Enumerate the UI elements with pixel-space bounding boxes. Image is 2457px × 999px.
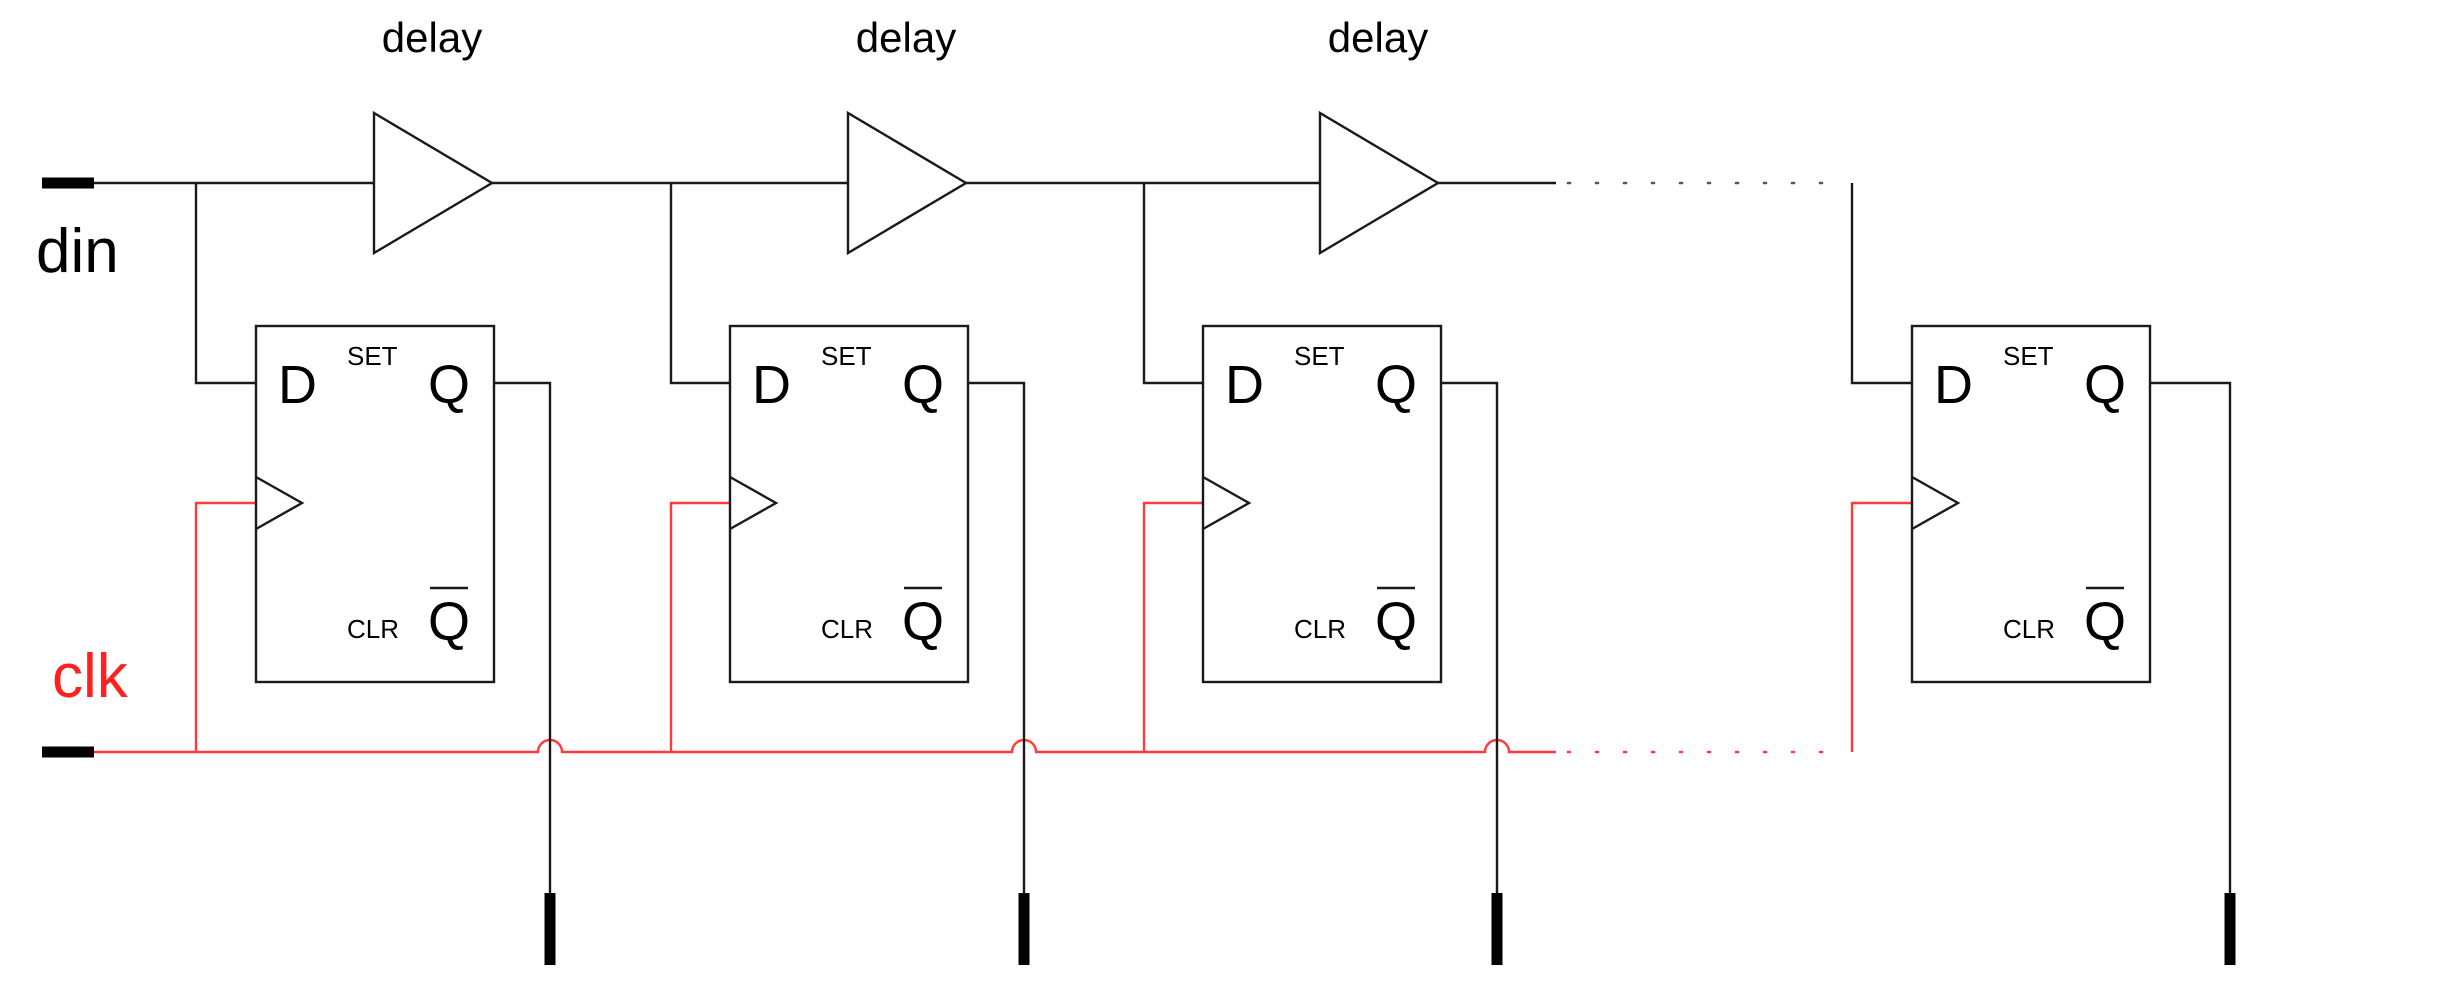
q-pin-label: Q xyxy=(428,355,470,415)
dff-body xyxy=(1910,324,2152,684)
set-pin-label: SET xyxy=(1294,341,1345,371)
q-pin-label: Q xyxy=(2084,355,2126,415)
buffer-triangle xyxy=(1318,110,1441,256)
tap-wire-4 xyxy=(1850,183,1912,385)
tap-wire-2 xyxy=(669,183,730,385)
clr-pin-label: CLR xyxy=(821,614,873,644)
clk-tap-1 xyxy=(194,501,256,752)
dff-4: D SET Q CLR Q xyxy=(1910,324,2236,965)
clk-tap-4 xyxy=(1850,501,1912,752)
clr-pin-label: CLR xyxy=(347,614,399,644)
buffer-triangle xyxy=(846,110,969,256)
qbar-pin-label: Q xyxy=(2084,592,2126,652)
clock-input-triangle xyxy=(729,475,779,531)
q-output-wire xyxy=(1441,381,1499,900)
tap-wire-1 xyxy=(194,183,256,385)
q-output-wire xyxy=(494,381,552,900)
din-label: din xyxy=(36,217,119,286)
delay-buffer-1: delay xyxy=(372,14,495,256)
set-pin-label: SET xyxy=(347,341,398,371)
clr-pin-label: CLR xyxy=(1294,614,1346,644)
q-pin-label: Q xyxy=(902,355,944,415)
clk-tap-2 xyxy=(669,501,730,752)
set-pin-label: SET xyxy=(821,341,872,371)
clock-input-triangle xyxy=(1202,475,1252,531)
clk-label: clk xyxy=(52,642,129,711)
set-pin-label: SET xyxy=(2003,341,2054,371)
dff-body xyxy=(728,324,970,684)
qbar-pin-label: Q xyxy=(1375,592,1417,652)
q-output-wire xyxy=(968,381,1026,900)
qbar-pin-label: Q xyxy=(428,592,470,652)
dff-body xyxy=(254,324,496,684)
buffer-label: delay xyxy=(1328,14,1428,61)
delay-buffer-3: delay xyxy=(1318,14,1441,256)
buffer-triangle xyxy=(372,110,495,256)
q-output-wire xyxy=(2150,381,2232,900)
q-pin-label: Q xyxy=(1375,355,1417,415)
qbar-pin-label: Q xyxy=(902,592,944,652)
clr-pin-label: CLR xyxy=(2003,614,2055,644)
dff-3: D SET Q CLR Q xyxy=(1201,324,1503,965)
delay-buffer-2: delay xyxy=(846,14,969,256)
clock-input-triangle xyxy=(255,475,305,531)
dff-2: D SET Q CLR Q xyxy=(728,324,1030,965)
d-pin-label: D xyxy=(752,355,791,415)
din-net xyxy=(42,177,1912,385)
d-pin-label: D xyxy=(1934,355,1973,415)
d-pin-label: D xyxy=(1225,355,1264,415)
clk-tap-3 xyxy=(1142,501,1203,752)
dff-body xyxy=(1201,324,1443,684)
d-pin-label: D xyxy=(278,355,317,415)
buffer-label: delay xyxy=(382,14,482,61)
dff-1: D SET Q CLR Q xyxy=(254,324,556,965)
clk-wire xyxy=(94,738,1556,754)
clock-input-triangle xyxy=(1911,475,1961,531)
tap-wire-3 xyxy=(1142,183,1203,385)
buffer-label: delay xyxy=(856,14,956,61)
